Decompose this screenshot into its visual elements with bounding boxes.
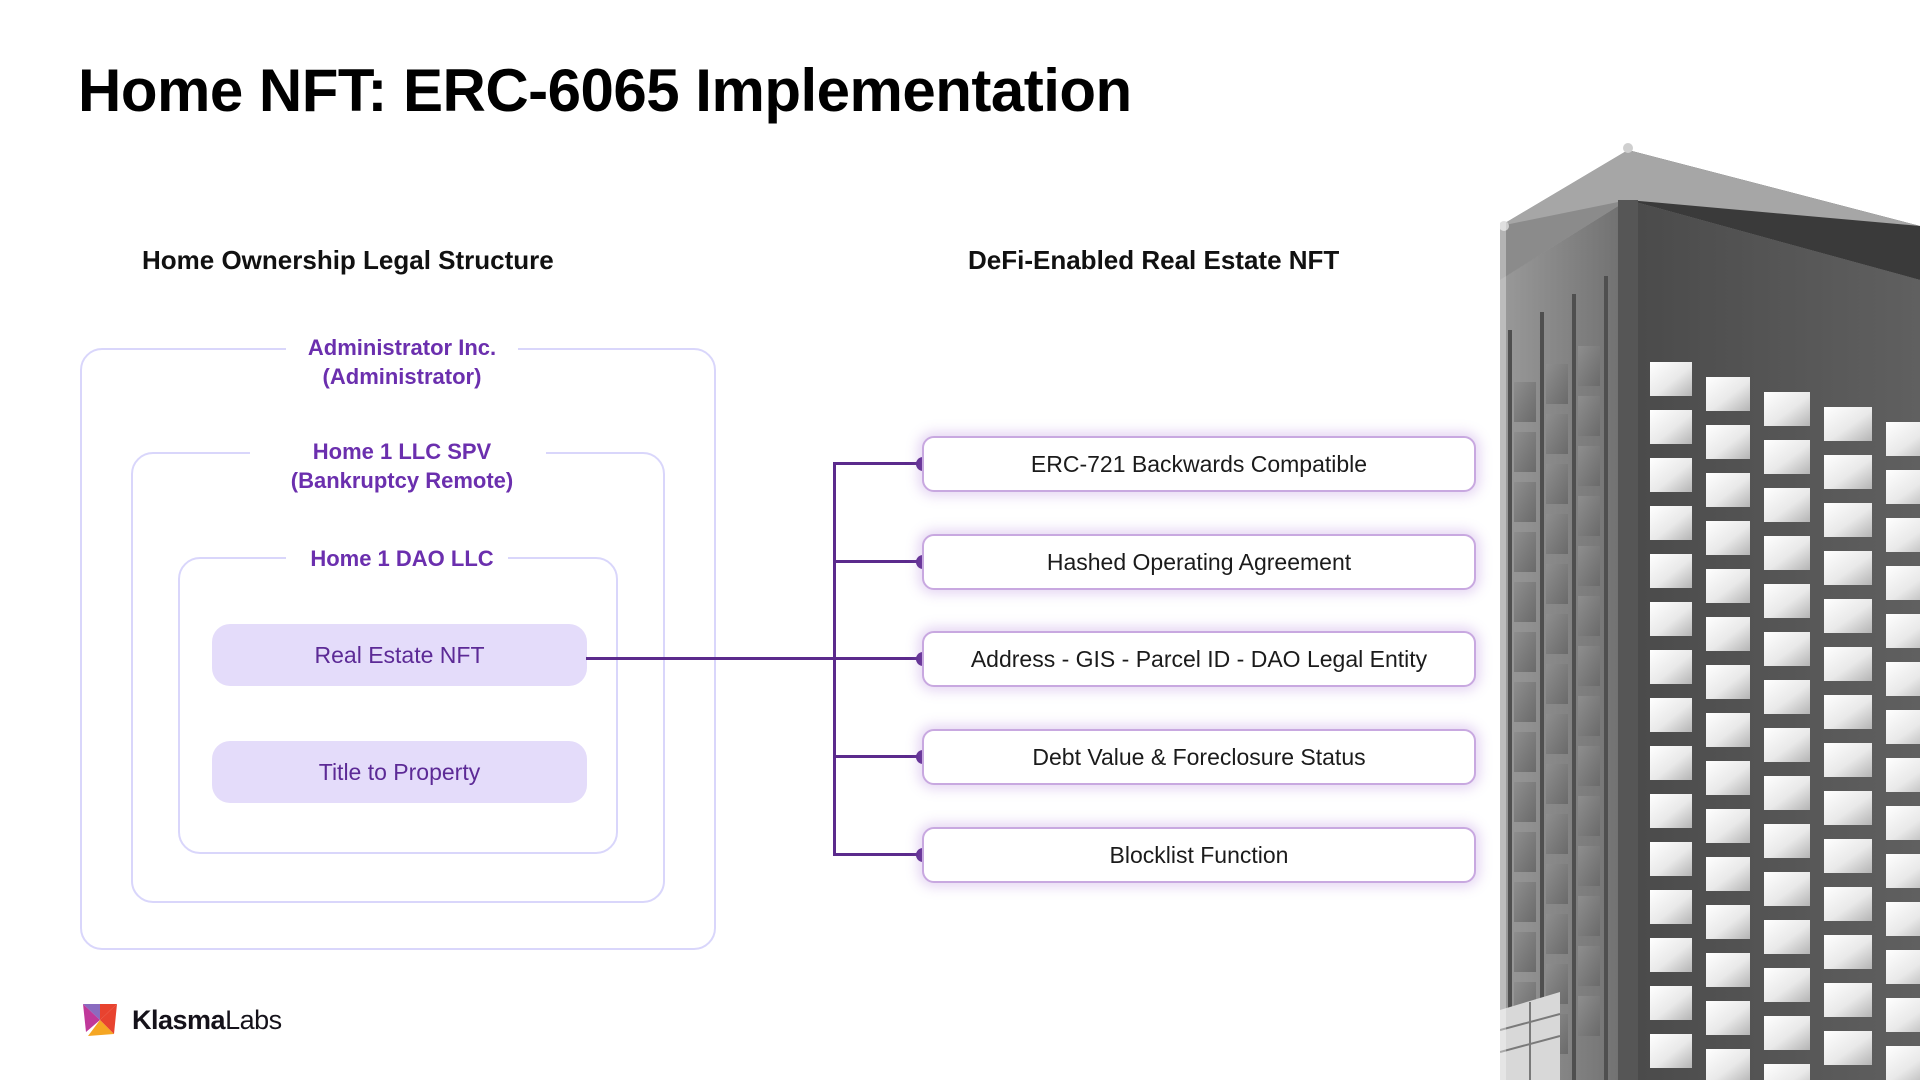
asset-pill-real-estate-nft[interactable]: Real Estate NFT — [212, 624, 587, 686]
left-column-heading: Home Ownership Legal Structure — [142, 245, 554, 275]
connector-branch-2 — [833, 560, 923, 563]
brand-logo: KlasmaLabs — [80, 1000, 282, 1040]
klasma-pinwheel-icon — [83, 1004, 117, 1036]
spv-frame-label: Home 1 LLC SPV (Bankruptcy Remote) — [290, 439, 514, 493]
connector-branch-4 — [833, 755, 923, 758]
dao-frame-label-gap — [286, 554, 508, 560]
connector-branch-1 — [833, 462, 923, 465]
building-illustration: /* grid drawn below statically */ — [1500, 130, 1920, 1080]
brand-name-bold: Klasma — [132, 1004, 226, 1035]
connector-branch-5 — [833, 853, 923, 856]
administrator-frame-label-gap — [286, 345, 518, 351]
dao-frame-label: Home 1 DAO LLC — [310, 546, 494, 571]
feature-box-blocklist-function[interactable]: Blocklist Function — [922, 827, 1476, 883]
dao-frame — [178, 557, 618, 854]
asset-pill-title-to-property[interactable]: Title to Property — [212, 741, 587, 803]
page-title: Home NFT: ERC-6065 Implementation — [78, 57, 1132, 124]
feature-box-erc721-backwards-compatible[interactable]: ERC-721 Backwards Compatible — [922, 436, 1476, 492]
right-column-heading: DeFi-Enabled Real Estate NFT — [968, 245, 1340, 275]
feature-box-debt-value-foreclosure-status[interactable]: Debt Value & Foreclosure Status — [922, 729, 1476, 785]
spv-frame-label-gap — [250, 449, 546, 455]
feature-box-address-gis-parcel-dao[interactable]: Address - GIS - Parcel ID - DAO Legal En… — [922, 631, 1476, 687]
feature-box-hashed-operating-agreement[interactable]: Hashed Operating Agreement — [922, 534, 1476, 590]
brand-wordmark: KlasmaLabs — [132, 1005, 282, 1036]
administrator-frame-label: Administrator Inc. (Administrator) — [307, 335, 497, 389]
connector-nft-to-feature-3 — [586, 657, 923, 660]
brand-name-light: Labs — [225, 1004, 282, 1035]
